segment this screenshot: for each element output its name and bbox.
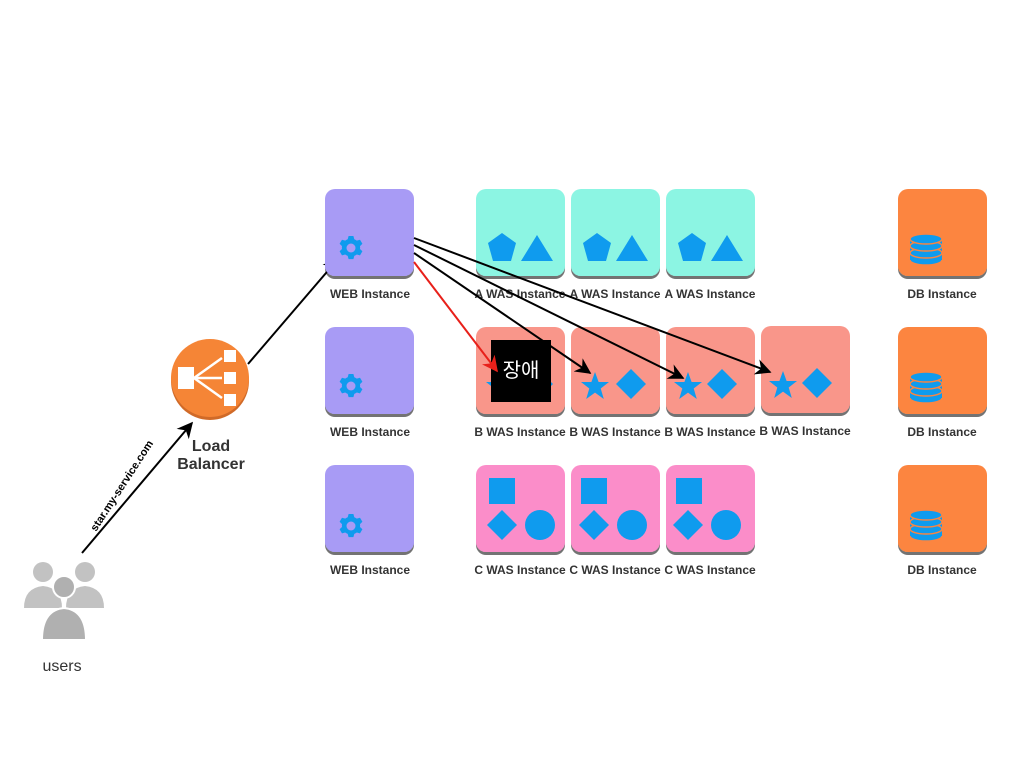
was-instance-label: C WAS Instance bbox=[664, 563, 756, 577]
database-icon bbox=[909, 509, 943, 542]
square-icon bbox=[676, 478, 702, 504]
was-instance-label: C WAS Instance bbox=[569, 563, 661, 577]
diamond-icon bbox=[487, 510, 517, 540]
web-to-was-arrow bbox=[413, 237, 772, 375]
connection-label: star.my-service.com bbox=[88, 438, 156, 533]
was-instance-b[interactable] bbox=[666, 327, 755, 414]
star-icon bbox=[674, 372, 702, 399]
tier-row-b: WEB Instance B WAS Instance B WAS Instan… bbox=[325, 326, 987, 439]
circle-icon bbox=[525, 510, 555, 540]
db-instance-label: DB Instance bbox=[907, 287, 977, 301]
db-instance[interactable] bbox=[898, 189, 987, 276]
web-instance-label: WEB Instance bbox=[330, 563, 410, 577]
users-to-lb-arrow bbox=[81, 421, 194, 554]
pentagon-icon bbox=[583, 233, 611, 261]
diamond-icon bbox=[616, 369, 646, 399]
db-instance-label: DB Instance bbox=[907, 563, 977, 577]
was-instance-b[interactable] bbox=[571, 327, 660, 414]
db-instance-label: DB Instance bbox=[907, 425, 977, 439]
web-to-was-arrow bbox=[413, 244, 685, 379]
lb-to-web-arrow bbox=[247, 257, 340, 365]
database-icon bbox=[909, 233, 943, 266]
web-instance[interactable] bbox=[325, 327, 414, 414]
users-icon bbox=[24, 562, 104, 641]
was-instance-label: B WAS Instance bbox=[474, 425, 566, 439]
web-instance-label: WEB Instance bbox=[330, 287, 410, 301]
triangle-icon bbox=[711, 235, 743, 261]
web-to-was-fault-arrow bbox=[413, 261, 498, 373]
was-instance-label: B WAS Instance bbox=[664, 425, 756, 439]
was-instance-a[interactable] bbox=[476, 189, 565, 276]
load-balancer-icon bbox=[171, 339, 249, 420]
square-icon bbox=[581, 478, 607, 504]
tier-row-c: WEB Instance C WAS Instance C WAS Instan… bbox=[325, 465, 987, 577]
diamond-icon bbox=[579, 510, 609, 540]
circle-icon bbox=[711, 510, 741, 540]
pentagon-icon bbox=[678, 233, 706, 261]
fault-box bbox=[491, 340, 551, 402]
was-instance-c[interactable] bbox=[476, 465, 565, 552]
db-instance[interactable] bbox=[898, 465, 987, 552]
circle-icon bbox=[617, 510, 647, 540]
fault-label: 장애 bbox=[503, 358, 540, 382]
database-icon bbox=[909, 371, 943, 404]
was-instance-label: A WAS Instance bbox=[570, 287, 661, 301]
was-instance-label: A WAS Instance bbox=[475, 287, 566, 301]
was-instance-b[interactable] bbox=[761, 326, 850, 413]
lb-label-line1: Load bbox=[192, 438, 230, 455]
was-instance-label: C WAS Instance bbox=[474, 563, 566, 577]
diamond-icon bbox=[707, 369, 737, 399]
star-icon bbox=[581, 372, 609, 399]
was-instance-label: B WAS Instance bbox=[759, 424, 851, 438]
pentagon-icon bbox=[488, 233, 516, 261]
users-label: users bbox=[42, 658, 81, 675]
db-instance[interactable] bbox=[898, 327, 987, 414]
was-instance-a[interactable] bbox=[571, 189, 660, 276]
was-instance-c[interactable] bbox=[571, 465, 660, 552]
fault-indicator: 장애 bbox=[491, 340, 551, 402]
was-instance-label: A WAS Instance bbox=[665, 287, 756, 301]
tier-row-a: WEB Instance A WAS Instance A WAS Instan… bbox=[325, 189, 987, 301]
triangle-icon bbox=[521, 235, 553, 261]
web-to-was-arrow bbox=[413, 252, 592, 374]
diamond-icon bbox=[673, 510, 703, 540]
was-instance-a[interactable] bbox=[666, 189, 755, 276]
triangle-icon bbox=[616, 235, 648, 261]
was-instance-label: B WAS Instance bbox=[569, 425, 661, 439]
web-instance[interactable] bbox=[325, 189, 414, 276]
was-instance-c[interactable] bbox=[666, 465, 755, 552]
lb-label-line2: Balancer bbox=[177, 456, 245, 473]
web-instance[interactable] bbox=[325, 465, 414, 552]
diamond-icon bbox=[802, 368, 832, 398]
web-instance-label: WEB Instance bbox=[330, 425, 410, 439]
star-icon bbox=[769, 371, 797, 398]
square-icon bbox=[489, 478, 515, 504]
